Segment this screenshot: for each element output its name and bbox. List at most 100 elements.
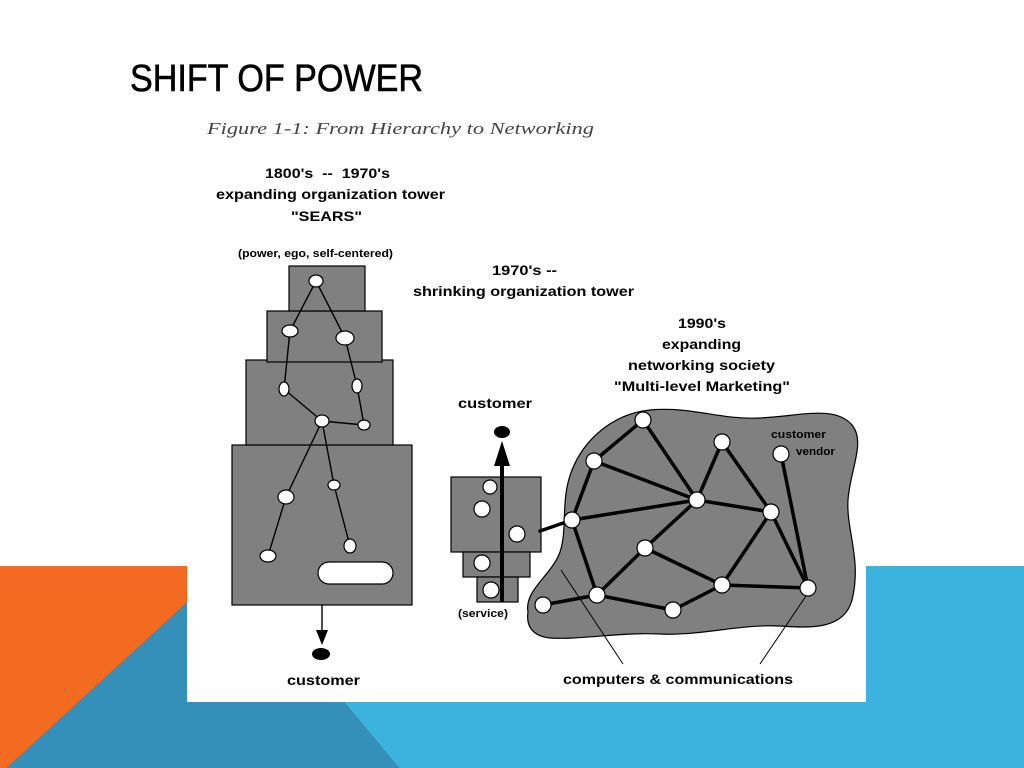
network-node xyxy=(713,433,731,451)
network-link xyxy=(570,498,699,522)
network-link xyxy=(570,518,599,597)
small-tower-node xyxy=(482,479,498,495)
pointer-line xyxy=(560,569,624,665)
network-link xyxy=(769,510,810,590)
network-link xyxy=(720,510,773,587)
network-link xyxy=(695,440,724,502)
network-node xyxy=(799,579,817,597)
tower-level-3 xyxy=(245,359,394,446)
hierarchy-note: (power, ego, self-centered) xyxy=(238,248,393,260)
slide-decoration xyxy=(0,566,1024,768)
customer-dot xyxy=(494,426,510,438)
network-node xyxy=(534,596,552,614)
hierarchy-links xyxy=(267,280,365,557)
hierarchy-node xyxy=(277,489,295,505)
networking-line1: expanding xyxy=(662,336,741,352)
network-link xyxy=(720,583,810,590)
hierarchy-link xyxy=(283,388,323,422)
hierarchy-link xyxy=(285,420,323,498)
network-link xyxy=(643,498,699,550)
small-tower-node xyxy=(508,525,526,543)
hierarchy-node xyxy=(314,414,330,428)
hierarchy-link xyxy=(315,280,346,339)
figure-caption: Figure 1-1: From Hierarchy to Networking xyxy=(206,119,594,138)
pointer-line xyxy=(759,595,807,665)
network-link xyxy=(720,440,773,514)
network-link xyxy=(592,418,645,463)
network-link xyxy=(671,583,724,612)
hierarchy-nodes xyxy=(259,274,394,585)
network-link xyxy=(595,593,675,612)
small-tower-node xyxy=(473,500,491,518)
network-link xyxy=(570,459,596,522)
hierarchy-node xyxy=(308,274,324,288)
hierarchy-link xyxy=(333,484,351,547)
shrinking-period: 1970's -- xyxy=(492,262,557,278)
network-node xyxy=(762,503,780,521)
network-node xyxy=(772,445,790,463)
network-node xyxy=(713,576,731,594)
networking-section: 1990's expanding networking society "Mul… xyxy=(527,315,859,687)
network-node xyxy=(634,411,652,429)
network-link xyxy=(592,459,699,502)
hierarchy-node xyxy=(357,419,371,431)
hierarchy-link xyxy=(267,496,287,557)
hierarchy-node xyxy=(351,378,363,394)
network-node xyxy=(636,539,654,557)
network-link xyxy=(643,546,724,587)
customer-dot xyxy=(312,648,330,660)
networking-example: "Multi-level Marketing" xyxy=(614,378,790,394)
service-label: (service) xyxy=(458,608,508,620)
hierarchy-customer-arrow xyxy=(312,605,330,660)
network-link xyxy=(541,593,599,607)
network-link xyxy=(779,452,810,590)
small-tower-node xyxy=(473,554,491,572)
hierarchy-link xyxy=(283,330,291,390)
tower-level-2 xyxy=(266,310,383,363)
network-vendor-label: vendor xyxy=(796,446,836,458)
hierarchy-node xyxy=(327,479,341,491)
hierarchy-customer-label: customer xyxy=(287,672,361,688)
network-node xyxy=(588,586,606,604)
tower-level-top xyxy=(288,265,366,312)
slide-title: SHIFT OF POWER xyxy=(130,58,423,100)
networking-line2: networking society xyxy=(628,357,775,373)
hierarchy-link xyxy=(344,337,358,387)
shrinking-customer-label: customer xyxy=(458,395,533,411)
up-arrow xyxy=(494,441,510,602)
network-link xyxy=(641,418,699,502)
dark-blue-band xyxy=(6,602,400,768)
hierarchy-node xyxy=(281,324,299,338)
hierarchy-example: "SEARS" xyxy=(291,208,362,224)
hierarchy-oval-node xyxy=(317,561,394,585)
network-link xyxy=(695,498,773,514)
small-tower-node xyxy=(482,581,500,599)
hierarchy-tower xyxy=(231,265,413,606)
network-node xyxy=(664,601,682,619)
hierarchy-node xyxy=(343,538,357,554)
hierarchy-section: 1800's -- 1970's expanding organization … xyxy=(216,165,446,688)
hierarchy-subtitle: expanding organization tower xyxy=(216,186,446,202)
network-node xyxy=(688,491,706,509)
network-link xyxy=(595,546,647,597)
light-blue-band xyxy=(345,566,1024,768)
hierarchy-node xyxy=(278,381,290,397)
up-arrow-head xyxy=(494,441,510,466)
hierarchy-link xyxy=(289,280,317,332)
hierarchy-node xyxy=(259,549,277,563)
hierarchy-link xyxy=(321,420,335,486)
network-node xyxy=(563,511,581,529)
networking-period: 1990's xyxy=(678,315,726,331)
hierarchy-node xyxy=(335,330,355,346)
infrastructure-label: computers & communications xyxy=(563,671,793,687)
network-customer-label: customer xyxy=(771,429,827,441)
small-tower-level-2 xyxy=(462,551,531,578)
shrinking-tower xyxy=(450,476,542,603)
shrinking-section: 1970's -- shrinking organization tower c… xyxy=(413,262,635,620)
network-links xyxy=(541,418,810,612)
infrastructure-pointers xyxy=(560,569,807,665)
network-nodes xyxy=(534,411,817,619)
hierarchy-period: 1800's -- 1970's xyxy=(265,165,390,181)
